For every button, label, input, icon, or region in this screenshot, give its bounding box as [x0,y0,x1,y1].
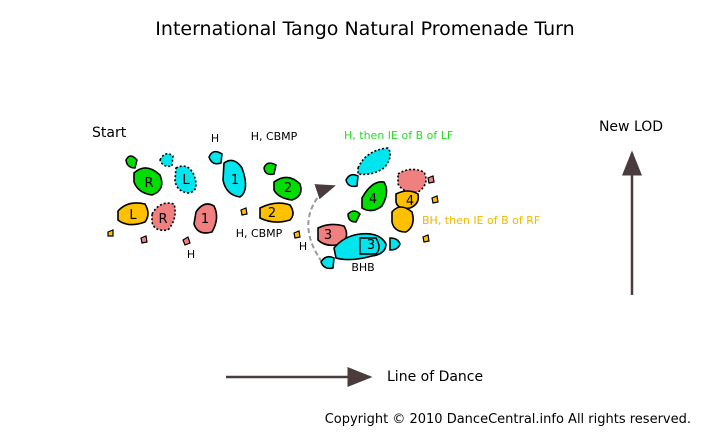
start-label: Start [92,125,127,141]
note-h-cbmp-top: H, CBMP [251,130,298,143]
footprint-label: L [129,208,137,223]
note-rf: BH, then IE of B of RF [422,214,540,227]
footprint-step4-man-dashed [397,168,435,194]
footprint-label: 4 [406,194,414,209]
footprint-step1-man-rf: 1 [182,203,218,246]
footprint-label: 2 [284,181,292,196]
note-h-cbmp-bottom: H, CBMP [236,227,283,240]
footprint-step4-man-rf: 4 [391,190,439,243]
copyright-text: Copyright © 2010 DanceCentral.info All r… [325,412,691,427]
footprint-step4-lady-dashed [345,147,392,188]
footprint-step3-man-rf: 3 [317,223,348,270]
footprint-step1-lady-lf: 1 [208,150,247,198]
footprint-label: 3 [367,238,375,253]
footprint-step2-lady-rf: 2 [263,162,302,201]
footprint-label: 1 [231,173,239,188]
turn-path-arrow [307,184,336,263]
footprint-label: L [182,173,190,188]
footprint-start-lady-lf-dashed: L [159,153,197,194]
heel-mark-step2 [293,230,301,239]
footprint-label: 4 [369,192,377,207]
footprint-label: 2 [268,206,276,221]
footprint-start-man-rf-dashed: R [140,202,176,244]
note-lf: H, then IE of B of LF [344,129,453,142]
footprint-label: 1 [201,212,209,227]
footprint-label: R [144,176,153,191]
footprint-start-lady-rf: R [125,155,163,196]
note-h-top: H [211,132,219,145]
note-bhb: BHB [351,261,374,274]
line-of-dance-label: Line of Dance [387,369,483,385]
new-lod-label: New LOD [599,119,663,135]
note-h-mid: H [299,240,307,253]
footprint-step3-lady-lf: 3 [333,232,401,261]
footprint-step4-lady-lf: 4 [347,181,388,223]
footprint-step2-man-lf: 2 [240,202,294,223]
note-h-left-bottom: H [187,248,195,261]
footprint-start-man-lf: L [107,202,149,237]
diagram-title: International Tango Natural Promenade Tu… [155,18,574,40]
footprint-label: R [158,212,167,227]
footprint-label: 3 [324,228,332,243]
